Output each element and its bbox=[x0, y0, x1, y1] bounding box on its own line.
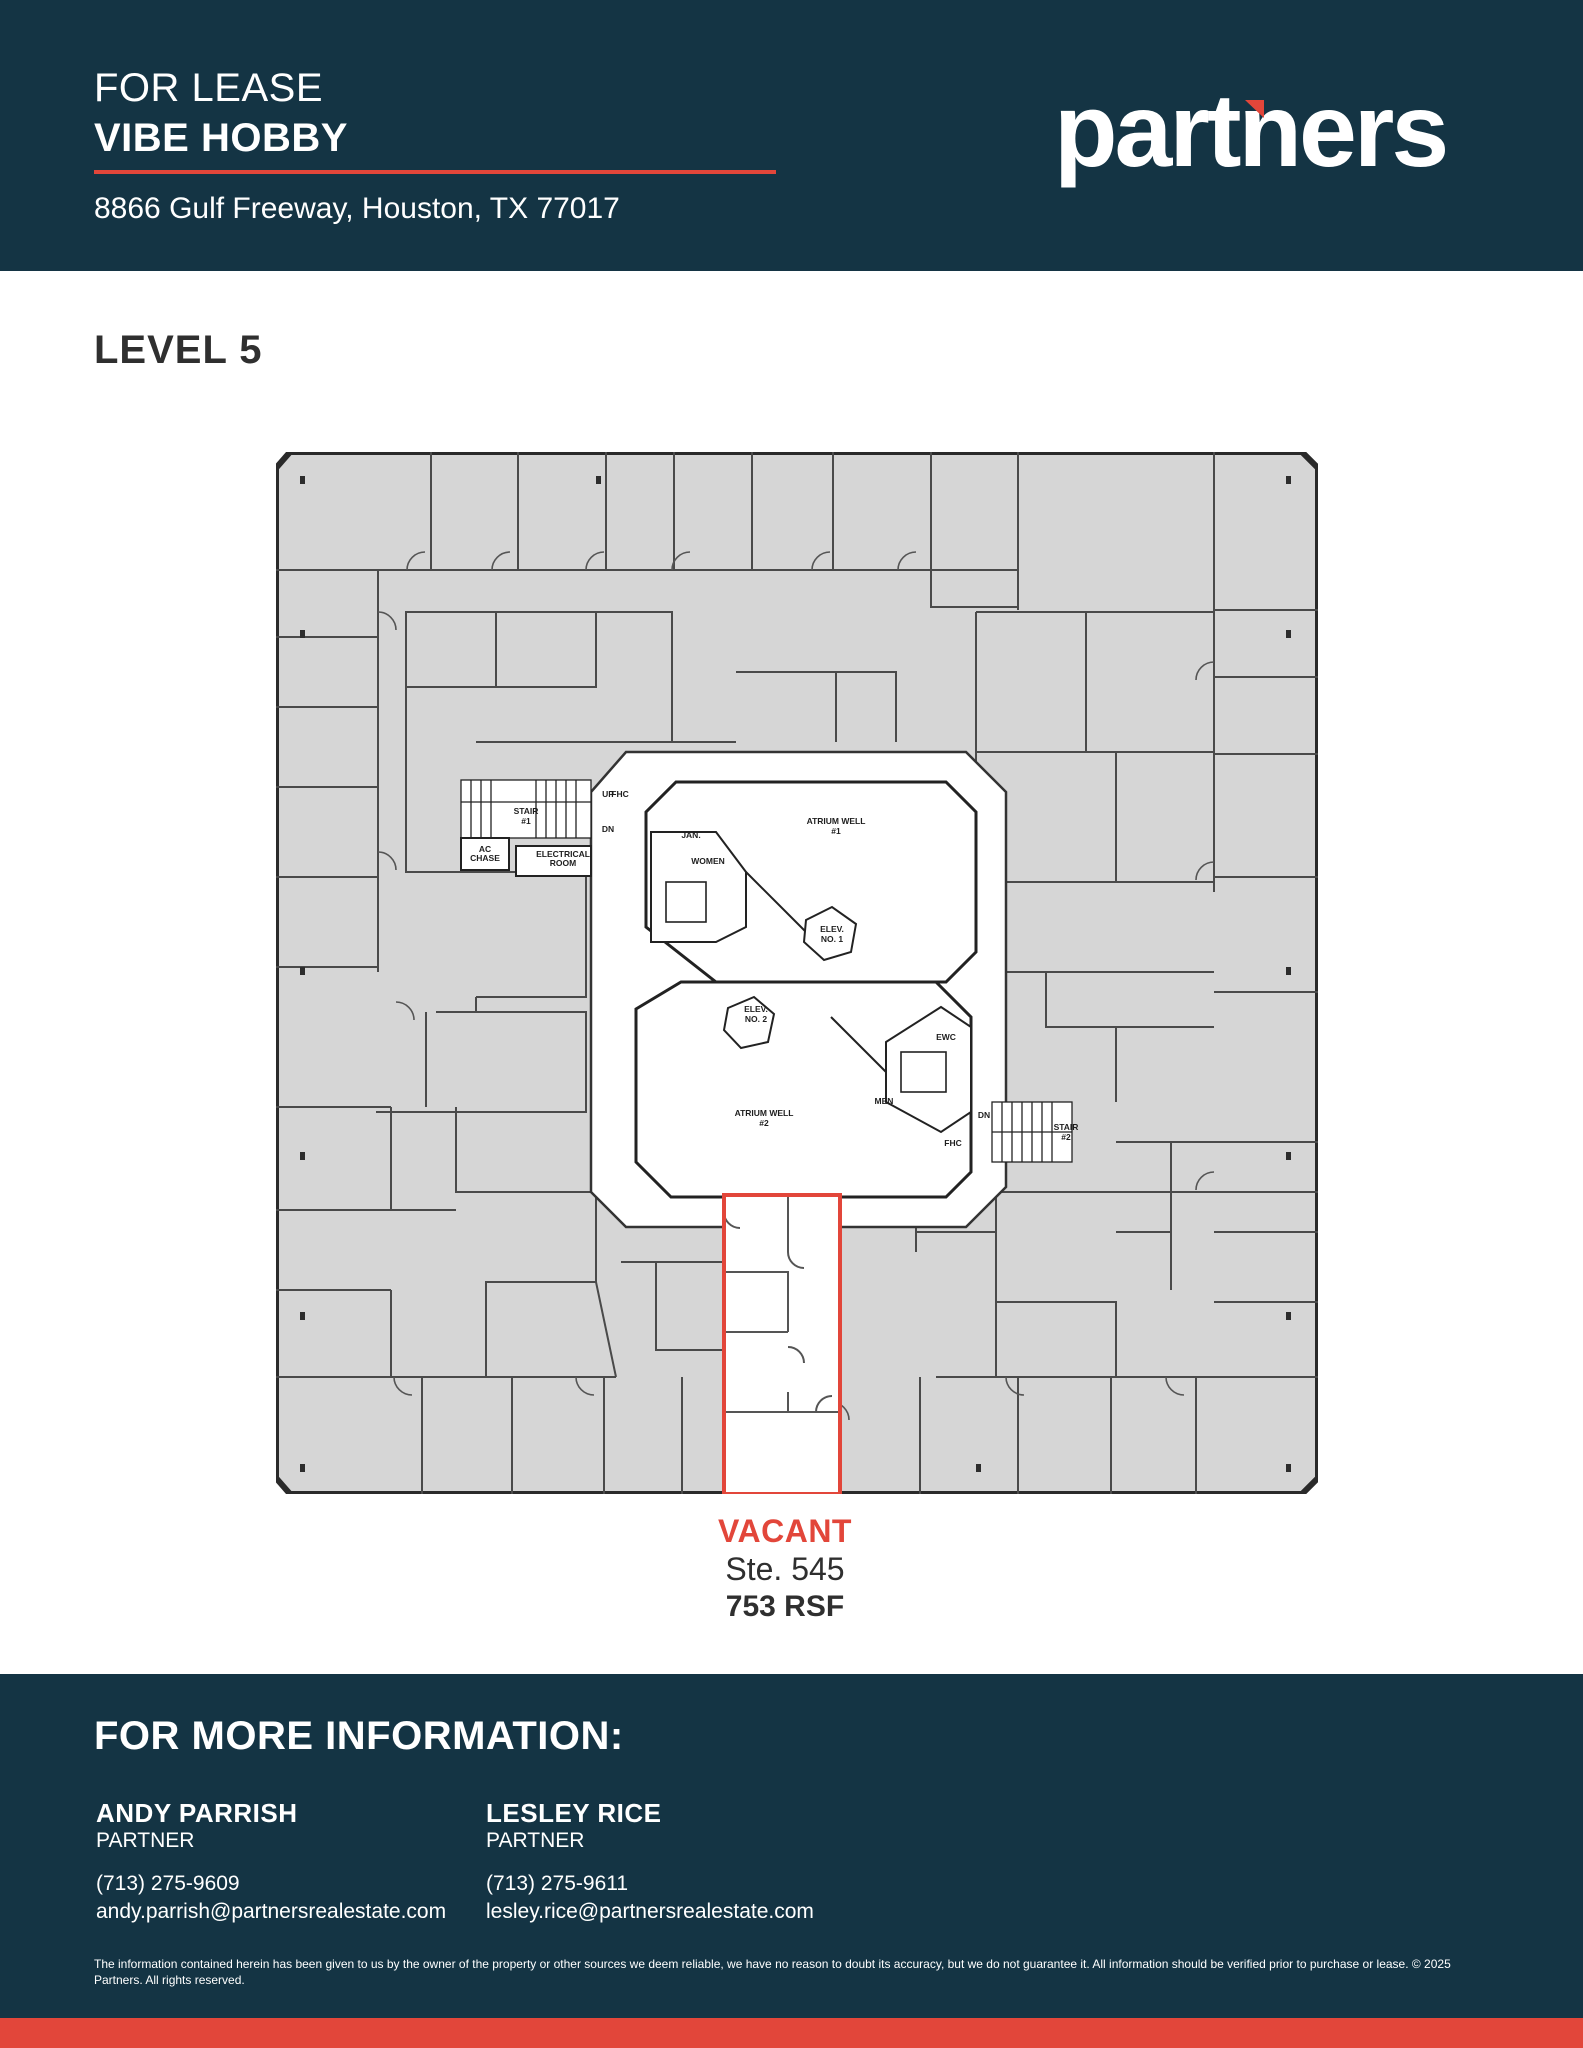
atrium-1-label: ATRIUM WELL bbox=[807, 816, 866, 826]
vacant-suite-outline bbox=[722, 1193, 842, 1494]
footer-band: FOR MORE INFORMATION: ANDY PARRISH PARTN… bbox=[0, 1674, 1583, 2018]
stair-2-label: STAIR bbox=[1054, 1122, 1079, 1132]
vacant-suite-area bbox=[724, 1195, 840, 1494]
elevator-2-label: ELEV. bbox=[744, 1004, 768, 1014]
contact-name: ANDY PARRISH bbox=[96, 1798, 298, 1828]
elevator-1-label: ELEV. bbox=[820, 924, 844, 934]
womens-stall bbox=[665, 881, 707, 923]
vacant-callout: VACANT Ste. 545 753 RSF bbox=[640, 1512, 930, 1626]
restroom-women bbox=[650, 831, 747, 943]
contact-card: ANDY PARRISH PARTNER (713) 275-9609 andy… bbox=[96, 1798, 446, 1926]
floor-plan-labels: ATRIUM WELL #1 ATRIUM WELL #2 WOMEN MEN … bbox=[470, 789, 1078, 1148]
logo-text: partners bbox=[1054, 78, 1446, 189]
column-markers bbox=[300, 476, 1291, 1472]
stair-1-number: #1 bbox=[521, 816, 531, 826]
contact-phone[interactable]: (713) 275-9609 bbox=[96, 1872, 240, 1895]
contact-name: LESLEY RICE bbox=[486, 1798, 662, 1828]
atrium-2-number: #2 bbox=[759, 1118, 769, 1128]
mens-stall bbox=[900, 1051, 947, 1093]
ac-chase-label: AC bbox=[479, 844, 491, 854]
atrium-well-2 bbox=[634, 980, 973, 1199]
door-swings bbox=[377, 551, 1215, 1421]
atrium-1-number: #1 bbox=[831, 826, 841, 836]
property-name: VIBE HOBBY bbox=[94, 116, 348, 160]
elevator-2-number: NO. 2 bbox=[745, 1014, 767, 1024]
contact-email[interactable]: lesley.rice@partnersrealestate.com bbox=[486, 1900, 814, 1923]
contact-card: LESLEY RICE PARTNER (713) 275-9611 lesle… bbox=[486, 1798, 814, 1926]
stair-1 bbox=[460, 779, 592, 839]
stair-up-label: UP bbox=[602, 789, 614, 799]
bottom-accent-bar bbox=[0, 2018, 1583, 2048]
contact-email[interactable]: andy.parrish@partnersrealestate.com bbox=[96, 1900, 447, 1923]
elevator-1-number: NO. 1 bbox=[821, 934, 843, 944]
ac-chase bbox=[460, 837, 510, 871]
header-band: FOR LEASE VIBE HOBBY 8866 Gulf Freeway, … bbox=[0, 0, 1583, 271]
legal-disclaimer: The information contained herein has bee… bbox=[94, 1957, 1451, 1987]
more-info-heading: FOR MORE INFORMATION: bbox=[94, 1714, 624, 1758]
logo-accent-mark bbox=[1245, 100, 1264, 118]
partners-logo: partners bbox=[1054, 78, 1449, 189]
restroom-men bbox=[885, 1005, 972, 1134]
elevator-2 bbox=[722, 995, 776, 1050]
suite-number: Ste. 545 bbox=[725, 1551, 845, 1587]
ac-chase-label-2: CHASE bbox=[470, 853, 500, 863]
womens-restroom-label: WOMEN bbox=[691, 856, 725, 866]
elevator-1 bbox=[802, 905, 858, 962]
header-divider bbox=[94, 170, 776, 174]
ewc-label: EWC bbox=[936, 1032, 956, 1042]
contact-title: PARTNER bbox=[96, 1829, 195, 1852]
for-lease-label: FOR LEASE bbox=[94, 66, 324, 110]
level-title: LEVEL 5 bbox=[94, 328, 263, 372]
floor-plan: ATRIUM WELL #1 ATRIUM WELL #2 WOMEN MEN … bbox=[276, 452, 1318, 1494]
fhc-label-1: FHC bbox=[611, 789, 628, 799]
janitor-label: JAN. bbox=[681, 830, 700, 840]
stair-2-down-label: DN bbox=[978, 1110, 990, 1120]
electrical-room-label: ELECTRICAL bbox=[536, 849, 590, 859]
room-walls bbox=[276, 452, 1318, 1494]
stair-2-number: #2 bbox=[1061, 1132, 1071, 1142]
stair-2 bbox=[991, 1101, 1073, 1163]
contact-title: PARTNER bbox=[486, 1829, 585, 1852]
fhc-label-2: FHC bbox=[944, 1138, 961, 1148]
electrical-room-label-2: ROOM bbox=[550, 858, 576, 868]
contact-phone[interactable]: (713) 275-9611 bbox=[486, 1872, 629, 1895]
mens-restroom-label: MEN bbox=[875, 1096, 894, 1106]
property-address: 8866 Gulf Freeway, Houston, TX 77017 bbox=[94, 192, 620, 225]
electrical-room bbox=[515, 845, 592, 877]
suite-size: 753 RSF bbox=[725, 1590, 845, 1623]
vacancy-status: VACANT bbox=[718, 1513, 852, 1549]
atrium-2-label: ATRIUM WELL bbox=[735, 1108, 794, 1118]
stair-down-label: DN bbox=[602, 824, 614, 834]
stair-1-label: STAIR bbox=[514, 806, 539, 816]
